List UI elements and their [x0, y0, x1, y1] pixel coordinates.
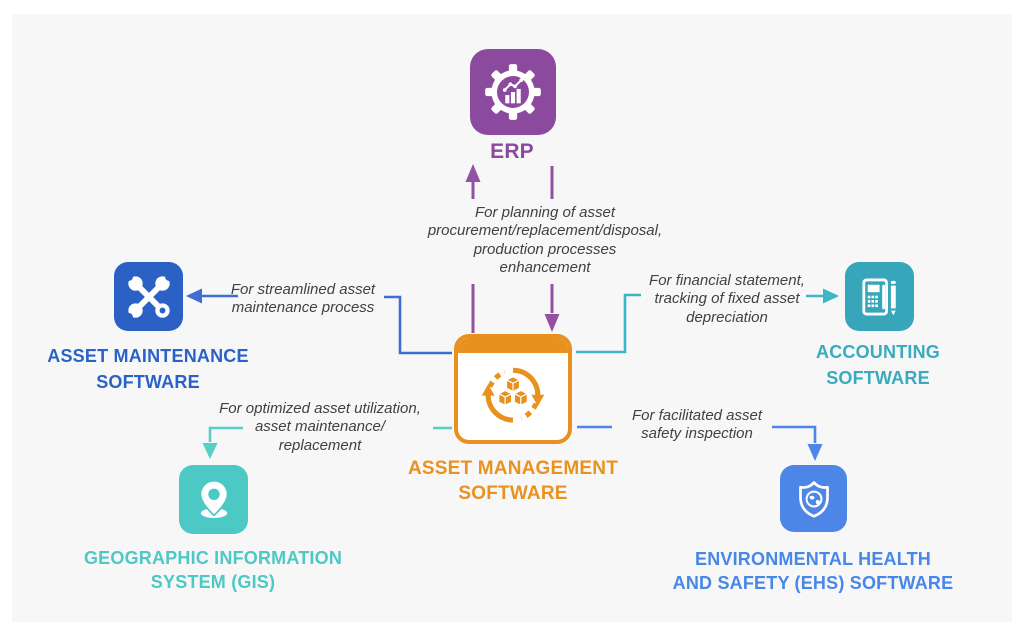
- erp-annotation: For planning of asset procurement/replac…: [427, 204, 663, 276]
- calculator-icon: [861, 278, 896, 315]
- window-body: [458, 353, 568, 440]
- asset-maintenance-label: ASSET MAINTENANCE SOFTWARE: [47, 346, 249, 393]
- accounting-label: ACCOUNTING SOFTWARE: [816, 342, 940, 389]
- gear-chart-icon: [485, 64, 541, 120]
- asset-maintenance-node: [114, 262, 183, 331]
- pencil-icon: [890, 280, 896, 315]
- ehs-label: ENVIRONMENTAL HEALTH AND SAFETY (EHS) SO…: [672, 549, 954, 594]
- ehs-annotation: For facilitated asset safety inspection: [631, 407, 763, 443]
- cubes-cycle-icon: [481, 367, 545, 423]
- ehs-node: [780, 465, 847, 532]
- asset-management-node: [454, 334, 572, 444]
- gis-annotation: For optimized asset utilization, asset m…: [219, 400, 421, 454]
- shield-globe-icon: [798, 480, 829, 518]
- gis-node: [179, 465, 248, 534]
- erp-label: ERP: [490, 140, 534, 163]
- crossed-wrenches-icon: [124, 272, 173, 321]
- asset-management-label: ASSET MANAGEMENT SOFTWARE: [407, 458, 619, 504]
- asset-maintenance-annotation: For streamlined asset maintenance proces…: [230, 281, 376, 317]
- window-titlebar: [458, 338, 568, 353]
- accounting-annotation: For financial statement, tracking of fix…: [649, 272, 805, 326]
- accounting-node: [845, 262, 914, 331]
- gis-label: GEOGRAPHIC INFORMATION SYSTEM (GIS): [83, 548, 343, 593]
- map-pin-icon: [199, 479, 228, 518]
- erp-node: [470, 49, 556, 135]
